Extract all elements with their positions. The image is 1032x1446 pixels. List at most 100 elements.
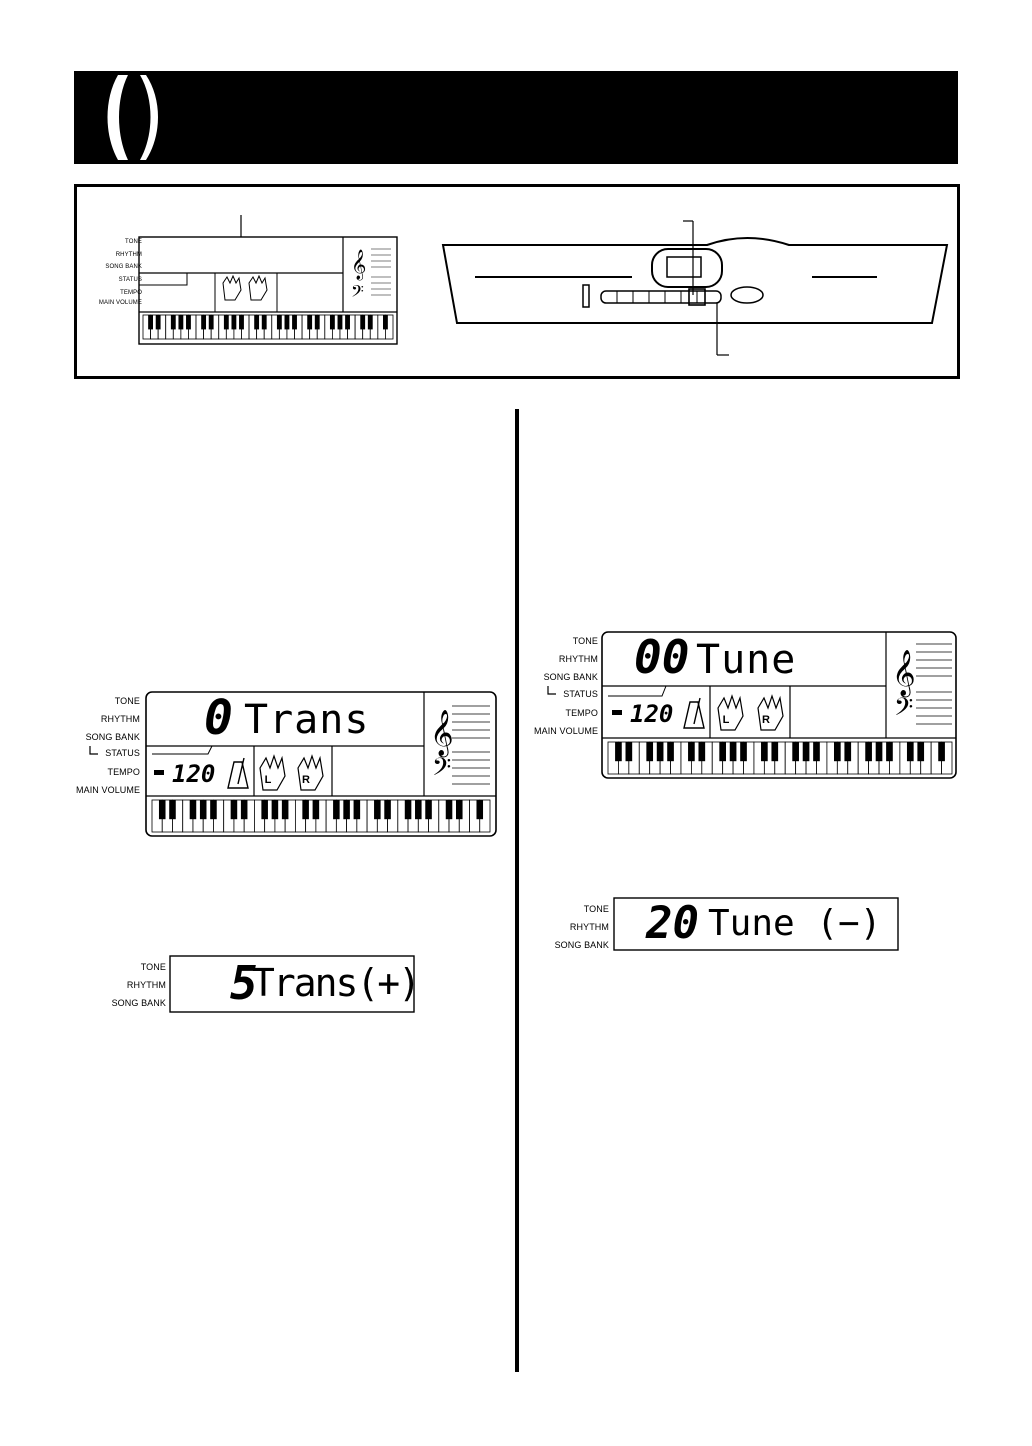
black-key xyxy=(656,742,664,762)
hand-right-label: R xyxy=(301,774,311,786)
black-key xyxy=(865,742,872,762)
black-key xyxy=(802,742,810,762)
hand-right-label: R xyxy=(761,714,771,726)
black-key xyxy=(329,315,335,330)
black-key xyxy=(189,800,197,820)
bass-clef-icon: 𝄢 xyxy=(432,753,451,788)
label-tempo: TEMPO xyxy=(565,708,598,718)
tune-default-tempo: 120 xyxy=(630,700,674,728)
black-key xyxy=(208,315,214,330)
black-key xyxy=(384,800,391,820)
black-key xyxy=(158,800,166,820)
black-key xyxy=(337,315,343,330)
black-key xyxy=(199,800,207,820)
black-key xyxy=(374,800,381,820)
black-key xyxy=(155,315,161,330)
lcd-tune-default: TONE RHYTHM SONG BANK STATUS TEMPO MAIN … xyxy=(534,630,958,782)
black-key xyxy=(771,742,779,762)
black-key xyxy=(625,742,633,762)
black-key xyxy=(425,800,432,820)
black-key xyxy=(615,742,622,762)
chapter-logo-icon xyxy=(107,75,158,160)
black-key xyxy=(148,315,153,330)
instrument-display-window-icon xyxy=(651,248,723,288)
black-key xyxy=(210,800,217,820)
label-rhythm: RHYTHM xyxy=(126,980,166,990)
label-status: STATUS xyxy=(563,689,598,699)
label-rhythm: RHYTHM xyxy=(569,922,609,932)
overview-label-main-volume: MAIN VOLUME xyxy=(98,300,142,306)
tune-default-number: 00 xyxy=(634,630,690,684)
treble-clef-icon: 𝄞 xyxy=(892,650,916,698)
overview-lcd-frame xyxy=(138,236,398,345)
label-song-bank: SONG BANK xyxy=(554,940,609,950)
lcd-trans-plus-frame xyxy=(169,955,415,1013)
black-key xyxy=(178,315,184,330)
hands-icon xyxy=(717,694,784,731)
black-key xyxy=(345,315,350,330)
metronome-icon xyxy=(227,757,249,789)
black-key xyxy=(360,315,366,330)
black-key xyxy=(276,315,282,330)
black-key xyxy=(239,315,244,330)
black-key xyxy=(729,742,737,762)
instrument-button-row-icon xyxy=(600,290,722,304)
black-key xyxy=(312,800,320,820)
instrument-outline-icon xyxy=(441,237,949,324)
black-key xyxy=(307,315,313,330)
black-key xyxy=(240,800,248,820)
overview-drawings: 𝄞 𝄢 xyxy=(138,215,949,356)
black-key xyxy=(353,800,361,820)
black-key xyxy=(314,315,320,330)
black-key xyxy=(383,315,388,330)
black-key xyxy=(917,742,925,762)
black-key xyxy=(667,742,674,762)
tune-minus-number: 20 xyxy=(646,898,699,949)
black-key xyxy=(698,742,706,762)
hands-icon xyxy=(259,754,324,791)
hand-left-label: L xyxy=(722,714,730,726)
label-song-bank: SONG BANK xyxy=(111,998,166,1008)
black-key xyxy=(284,315,290,330)
label-tone: TONE xyxy=(572,636,598,646)
black-key xyxy=(343,800,350,820)
black-key xyxy=(646,742,654,762)
label-status: STATUS xyxy=(105,748,140,758)
black-key xyxy=(875,742,883,762)
trans-plus-text: Trans(+) xyxy=(252,961,421,1005)
volume-bar-icon xyxy=(154,770,164,775)
label-song-bank: SONG BANK xyxy=(543,672,598,682)
overview-bass-clef-icon: 𝄢 xyxy=(351,281,364,305)
label-tempo: TEMPO xyxy=(107,767,140,777)
black-key xyxy=(886,742,893,762)
black-key xyxy=(223,315,229,330)
trans-default-text: Trans xyxy=(244,697,370,743)
black-key xyxy=(230,800,238,820)
black-key xyxy=(455,800,463,820)
overview-label-rhythm: RHYTHM xyxy=(115,252,142,258)
keyboard-icon xyxy=(151,799,491,833)
tune-default-text: Tune xyxy=(696,637,797,683)
overview-label-status: STATUS xyxy=(118,277,142,283)
bass-clef-icon: 𝄢 xyxy=(894,693,913,728)
black-key xyxy=(231,315,237,330)
black-key xyxy=(302,800,309,820)
black-key xyxy=(170,315,176,330)
lcd-trans-default-frame: 𝄞 𝄢 xyxy=(89,691,497,837)
label-tone: TONE xyxy=(114,696,140,706)
lcd-tune-minus: TONE RHYTHM SONG BANK 20 Tune (−) xyxy=(552,896,902,956)
black-key xyxy=(833,742,841,762)
black-key xyxy=(719,742,727,762)
black-key xyxy=(367,315,373,330)
black-key xyxy=(415,800,422,820)
black-key xyxy=(333,800,340,820)
instrument-dial-icon xyxy=(730,286,764,304)
lcd-trans-default: TONE RHYTHM SONG BANK STATUS TEMPO MAIN … xyxy=(76,690,500,840)
black-key xyxy=(404,800,412,820)
black-key xyxy=(476,800,484,820)
trans-default-number: 0 xyxy=(204,690,233,746)
black-key xyxy=(201,315,207,330)
lcd-trans-plus: TONE RHYTHM SONG BANK 5 Trans(+) xyxy=(104,954,421,1014)
black-key xyxy=(792,742,799,762)
tune-minus-text: Tune (−) xyxy=(708,903,882,944)
